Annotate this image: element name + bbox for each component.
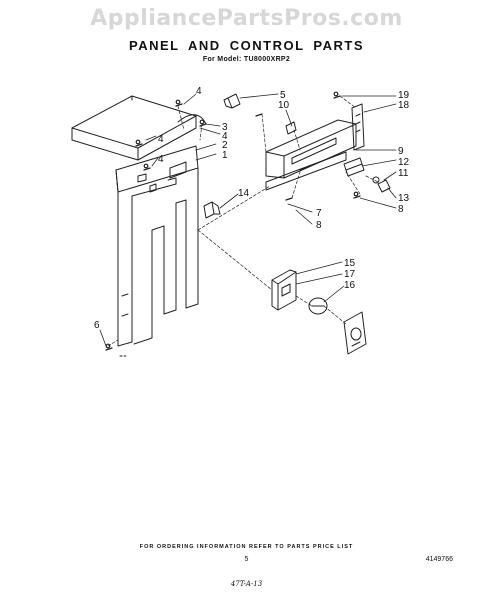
callout-16: 16 (344, 280, 356, 291)
timer-dial (308, 297, 328, 315)
callout-10: 10 (278, 100, 290, 111)
knob-plate (343, 311, 367, 355)
end-cap-bracket (351, 103, 365, 151)
callout-13: 13 (398, 193, 410, 204)
model-line: For Model: TU8000XRP2 (202, 56, 291, 63)
callout-numbers: 1 2 3 4 4 4 4 5 6 7 8 8 9 10 11 12 13 14… (94, 86, 410, 331)
latch (203, 201, 221, 219)
callout-8-b: 8 (398, 204, 404, 215)
callout-8-a: 8 (316, 220, 322, 231)
callout-4-b: 4 (222, 131, 228, 142)
handwritten-note: 47T-A-13 (230, 580, 263, 588)
callout-6: 6 (94, 320, 100, 331)
callout-9: 9 (398, 146, 404, 157)
callout-14: 14 (238, 188, 250, 199)
screws (105, 91, 361, 351)
callout-4-c: 4 (158, 134, 164, 145)
callout-1: 1 (222, 150, 228, 161)
document-number: 4149766 (425, 556, 453, 563)
callout-12: 12 (398, 157, 410, 168)
top-cover-plate (71, 95, 197, 161)
callout-18: 18 (398, 100, 410, 111)
callout-2: 2 (222, 140, 228, 151)
callout-3: 3 (222, 122, 228, 133)
ordering-note: FOR ORDERING INFORMATION REFER TO PARTS … (139, 544, 354, 550)
top-bracket (223, 93, 241, 109)
control-console (265, 119, 357, 191)
assembly-guide-lines (107, 95, 379, 347)
page-number: 5 (244, 556, 249, 563)
callout-4-d: 4 (158, 154, 164, 165)
callout-15: 15 (344, 258, 356, 269)
timer-housing (271, 269, 297, 311)
switch-module (343, 157, 365, 177)
callout-19: 19 (398, 90, 410, 101)
callout-5: 5 (280, 90, 286, 101)
wire-harness (177, 114, 207, 125)
callout-17: 17 (344, 269, 356, 280)
callout-7: 7 (316, 208, 322, 219)
callout-11: 11 (398, 168, 409, 179)
control-panel-frame (115, 145, 199, 357)
callout-4-a: 4 (196, 86, 202, 97)
watermark: AppliancePartsPros.com (90, 6, 403, 31)
page-title: PANEL AND CONTROL PARTS (128, 38, 364, 53)
knob (372, 176, 391, 193)
leader-lines (99, 93, 397, 347)
